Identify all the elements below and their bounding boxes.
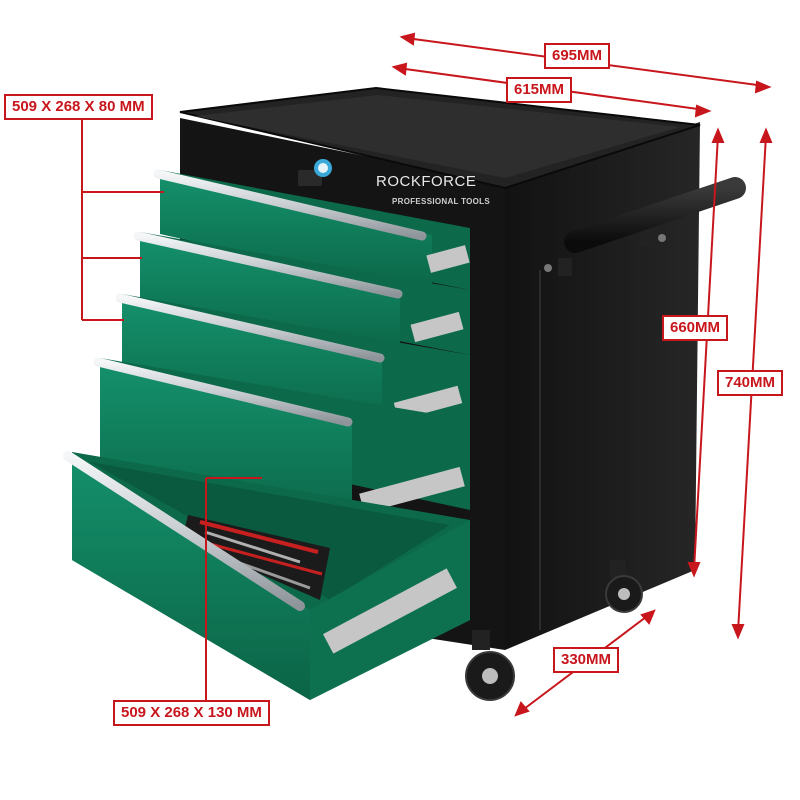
leader-large-drawer xyxy=(205,477,262,700)
drawer-5-front xyxy=(72,458,310,700)
bracket-small-drawers xyxy=(81,114,164,321)
drawer-1-handle xyxy=(153,169,427,241)
label-body-height: 660MM xyxy=(662,315,729,341)
label-total-height: 740MM xyxy=(717,370,784,396)
drawer-2-front xyxy=(140,240,400,360)
dimension-line-body-height xyxy=(693,134,719,571)
drawer-5 xyxy=(63,451,470,700)
drawer-5-handle xyxy=(63,451,305,611)
drawer-1-front xyxy=(160,178,432,295)
label-depth: 330MM xyxy=(553,647,620,673)
drawer-2 xyxy=(133,231,470,360)
cabinet-side-panel xyxy=(505,122,700,650)
brand-logo-text: ROCKFORCE xyxy=(376,173,476,190)
brand-tagline: PROFESSIONAL TOOLS xyxy=(392,197,490,206)
lock-icon xyxy=(298,159,332,186)
label-total-width: 695MM xyxy=(544,43,611,69)
label-small-drawer-size: 509 X 268 X 80 MM xyxy=(4,94,153,120)
drawer-2-handle xyxy=(133,231,403,299)
drawer-4-handle xyxy=(93,357,353,427)
drawer-3-handle xyxy=(115,293,385,363)
side-handle-bar xyxy=(558,177,746,276)
label-large-drawer-size: 509 X 268 X 130 MM xyxy=(113,700,270,726)
top-tray-mat xyxy=(195,95,680,178)
label-body-width: 615MM xyxy=(506,77,573,103)
drawer-1 xyxy=(153,169,470,295)
drawer-5-tray-interior xyxy=(90,462,450,600)
caster-wheels xyxy=(465,560,643,701)
